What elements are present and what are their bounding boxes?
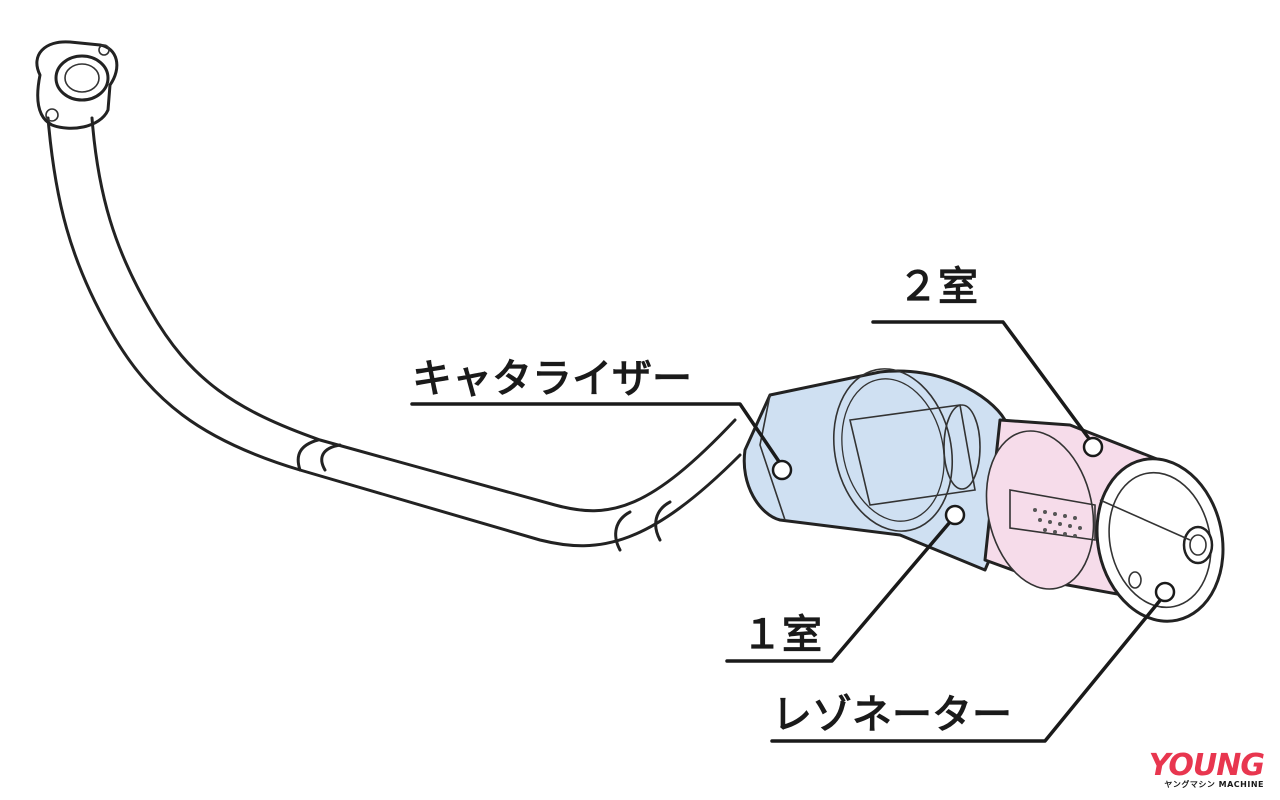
callout-resonator: レゾネーター (770, 581, 1176, 743)
chamber-2-label: ２室 (898, 264, 978, 310)
logo-subtitle: ヤングマシン MACHINE (1134, 780, 1264, 790)
resonator-label: レゾネーター (772, 692, 1012, 738)
exhaust-header-pipe (46, 116, 742, 552)
chamber-2-leader-line (871, 320, 1092, 442)
chamber-1-leader-line (725, 520, 952, 663)
callout-catalyzer: キャタライザー (410, 356, 793, 481)
catalyzer-marker (771, 459, 793, 481)
catalyzer-label: キャタライザー (412, 356, 692, 402)
chamber-1-marker (944, 504, 966, 526)
callout-chamber-1: １室 (725, 504, 966, 663)
resonator-end-cap (1095, 457, 1225, 623)
resonator-marker (1154, 581, 1176, 603)
young-machine-logo: YOUNG ヤングマシン MACHINE (1134, 748, 1265, 790)
logo-sub-en: MACHINE (1218, 780, 1264, 789)
callout-chamber-2: ２室 (871, 264, 1104, 458)
catalyzer-leader-line (410, 402, 784, 468)
chamber-1-label: １室 (742, 612, 822, 658)
header-flange (35, 40, 119, 130)
resonator-leader-line (770, 596, 1164, 743)
logo-sub-jp: ヤングマシン (1164, 780, 1216, 789)
logo-wordmark: YOUNG (1148, 748, 1265, 783)
catalyzer-chamber-body (742, 368, 1042, 572)
perforated-tube-holes (1033, 508, 1082, 538)
chamber-2-marker (1082, 436, 1104, 458)
